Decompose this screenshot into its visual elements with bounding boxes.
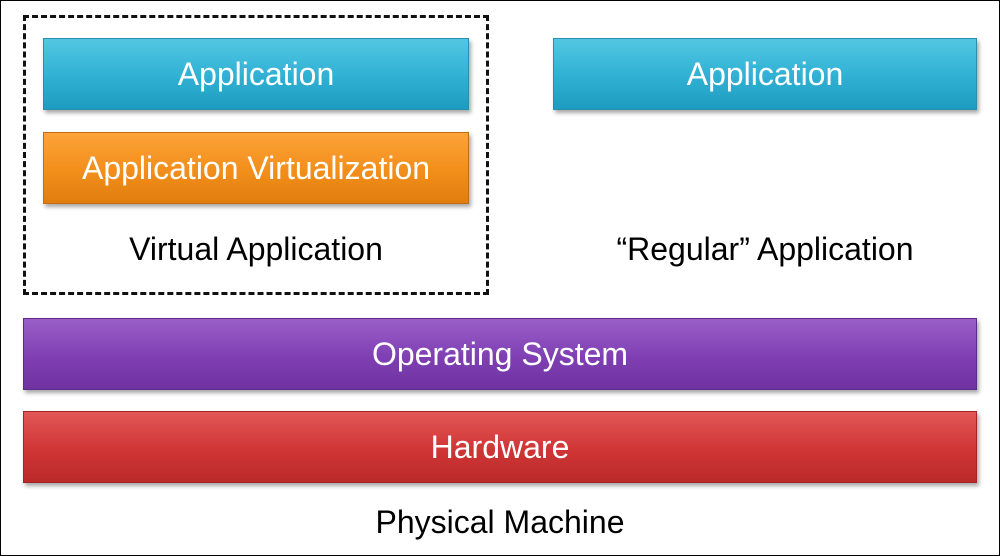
regular-application-caption: “Regular” Application <box>616 231 914 267</box>
application-virtualization-label: Application Virtualization <box>81 149 431 186</box>
virtual-application-boundary <box>23 15 489 295</box>
operating-system-block: Operating System <box>23 318 977 390</box>
virtual-application-caption: Virtual Application <box>129 231 383 267</box>
hardware-block: Hardware <box>23 411 977 483</box>
physical-machine-caption: Physical Machine <box>375 504 625 540</box>
regular-application-block: Application <box>553 38 977 110</box>
virtual-application-block: Application <box>43 38 469 110</box>
hardware-label: Hardware <box>430 428 570 465</box>
application-virtualization-block: Application Virtualization <box>43 132 469 204</box>
operating-system-label: Operating System <box>371 335 629 372</box>
regular-application-label: Application <box>686 55 844 92</box>
virtual-application-label: Application <box>177 55 335 92</box>
